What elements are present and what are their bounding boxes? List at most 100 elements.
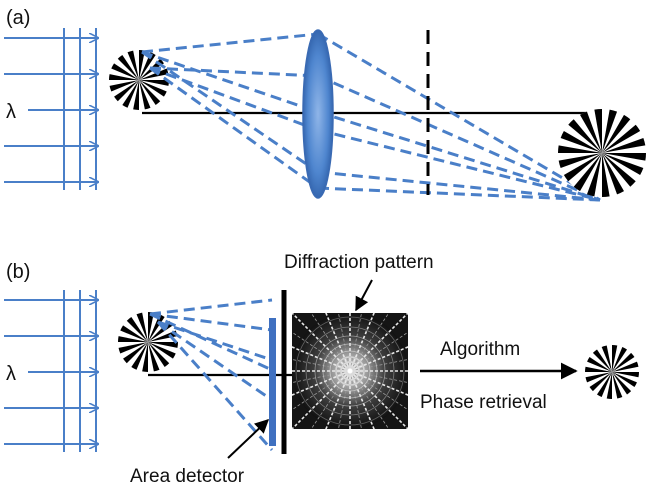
star-spoke <box>139 80 151 110</box>
star-spoke <box>601 345 612 372</box>
star-spoke <box>612 361 639 372</box>
star-spoke <box>148 342 160 372</box>
star-spoke <box>148 330 178 342</box>
star-spoke <box>139 68 169 80</box>
star-spoke <box>117 55 139 80</box>
star-spoke <box>148 342 178 348</box>
algorithm-label: Algorithm <box>440 339 520 360</box>
diffraction-streak <box>292 331 351 372</box>
diffraction-streak <box>349 346 408 372</box>
star-spoke <box>558 145 602 153</box>
star-spoke <box>612 352 635 372</box>
star-spoke <box>587 357 612 372</box>
diffraction-ring <box>329 350 371 392</box>
star-spoke <box>592 349 612 372</box>
star-spoke <box>602 153 646 161</box>
diffraction-ring <box>295 316 405 426</box>
diffraction-streak <box>349 359 408 372</box>
star-spoke <box>602 153 636 187</box>
star-spoke <box>139 80 161 105</box>
star-spoke <box>127 50 139 80</box>
diffraction-center <box>346 367 354 375</box>
star-spoke <box>612 347 627 372</box>
diffraction-streak <box>349 313 362 372</box>
star-spoke <box>585 372 612 383</box>
diffraction-pattern-label: Diffraction pattern <box>284 252 434 273</box>
star-spoke <box>560 131 602 153</box>
diffraction-streak <box>310 313 351 372</box>
diffraction-streak <box>310 370 351 429</box>
star-spoke <box>139 50 145 80</box>
diffraction-streak <box>349 313 408 372</box>
star-spoke <box>114 80 139 102</box>
diffraction-ring <box>340 361 360 381</box>
panel-a-lens <box>302 29 334 199</box>
star-spoke <box>123 342 148 364</box>
star-spoke <box>118 342 148 354</box>
diffraction-streak <box>349 370 408 429</box>
star-spoke <box>612 372 637 387</box>
diffraction-streak <box>349 370 390 429</box>
diffraction-ring <box>335 356 365 386</box>
diffraction-ring <box>344 365 356 377</box>
diffraction-streak <box>349 313 390 372</box>
star-spoke <box>602 153 624 195</box>
star-spoke <box>602 137 646 153</box>
star-spoke <box>597 372 612 397</box>
star-spoke <box>558 153 602 169</box>
panel-a-plane-waves <box>4 28 98 190</box>
star-spoke <box>142 342 148 372</box>
star-spoke <box>602 124 641 153</box>
diffraction-ring <box>305 326 395 416</box>
diffraction-streak <box>349 370 408 411</box>
diffraction-ring <box>314 335 386 407</box>
diffraction-streak <box>292 313 351 372</box>
star-spoke <box>573 153 602 192</box>
area-detector <box>269 318 276 446</box>
panel-a-image-star <box>558 109 646 197</box>
star-spoke <box>136 312 148 342</box>
star-spoke <box>602 114 631 153</box>
panel-b-tag: (b) <box>6 261 30 283</box>
star-spoke <box>612 345 618 372</box>
diffraction-streak <box>325 370 351 429</box>
star-spoke <box>148 342 170 367</box>
diffraction-streak <box>292 370 351 383</box>
star-spoke <box>148 312 154 342</box>
diffraction-pointer-arrow <box>355 279 373 312</box>
panel-a-object-star <box>109 50 169 110</box>
star-spoke <box>580 111 602 153</box>
star-spoke <box>109 74 139 80</box>
star-spoke <box>586 153 602 197</box>
star-spoke <box>568 119 602 153</box>
diffraction-streak <box>338 313 351 372</box>
diffraction-streak <box>292 370 351 429</box>
diffraction-streak <box>338 370 351 429</box>
star-spoke <box>602 109 618 153</box>
diffraction-streak <box>292 370 351 411</box>
star-spoke <box>148 314 165 342</box>
panel-a: (a) λ <box>4 7 646 202</box>
star-spoke <box>131 342 148 370</box>
diffraction-streak <box>349 370 408 383</box>
star-spoke <box>122 80 139 108</box>
diffraction-streak <box>349 370 408 396</box>
star-spoke <box>139 80 169 86</box>
diffraction-streak <box>349 313 375 372</box>
diffraction-streak <box>349 370 375 429</box>
diffraction-streak <box>325 313 351 372</box>
reconstructed-star <box>585 345 639 399</box>
star-spoke <box>111 63 139 80</box>
panel-a-wavelength-symbol: λ <box>6 101 16 123</box>
panel-a-tag: (a) <box>6 7 30 29</box>
diffraction-streak <box>349 370 362 429</box>
star-spoke <box>606 372 612 399</box>
star-spoke <box>139 80 167 97</box>
star-spoke <box>602 153 610 197</box>
star-spoke <box>594 109 602 153</box>
star-spoke <box>120 325 148 342</box>
star-spoke <box>589 372 612 392</box>
star-spoke <box>109 80 139 92</box>
panel-b: (b) λ <box>4 252 639 487</box>
